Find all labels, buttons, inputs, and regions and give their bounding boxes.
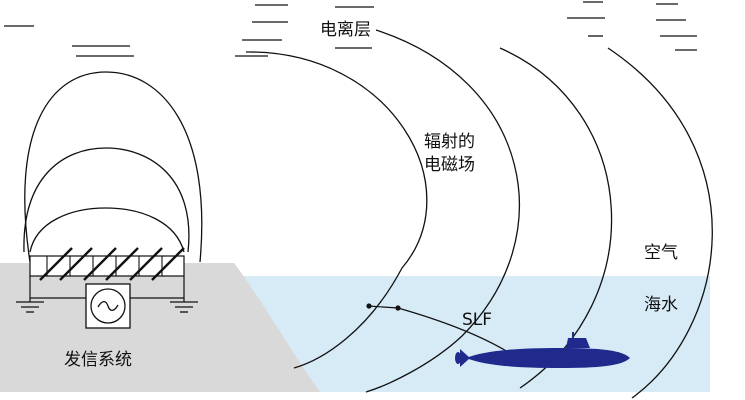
- slf-cable: [366, 303, 509, 353]
- radiated-wavefronts: [245, 29, 713, 399]
- ground-icon: [16, 301, 44, 313]
- submarine-icon: [455, 332, 630, 368]
- air-label: 空气: [644, 243, 678, 263]
- radiated-field-label-line1: 辐射的: [424, 132, 475, 152]
- slf-label: SLF: [462, 310, 493, 330]
- antenna-field-loops: [23, 71, 203, 263]
- seawater-label: 海水: [644, 295, 678, 315]
- ionosphere-label: 电离层: [320, 20, 371, 40]
- radiated-field-label-line2: 电磁场: [424, 155, 475, 175]
- ionosphere-marks: [4, 1, 697, 57]
- transmitter-label: 发信系统: [64, 350, 132, 370]
- land-region: [0, 263, 320, 392]
- sine-wave-source-icon: [85, 283, 131, 329]
- ground-icon: [170, 301, 198, 313]
- antenna-array: [29, 247, 185, 302]
